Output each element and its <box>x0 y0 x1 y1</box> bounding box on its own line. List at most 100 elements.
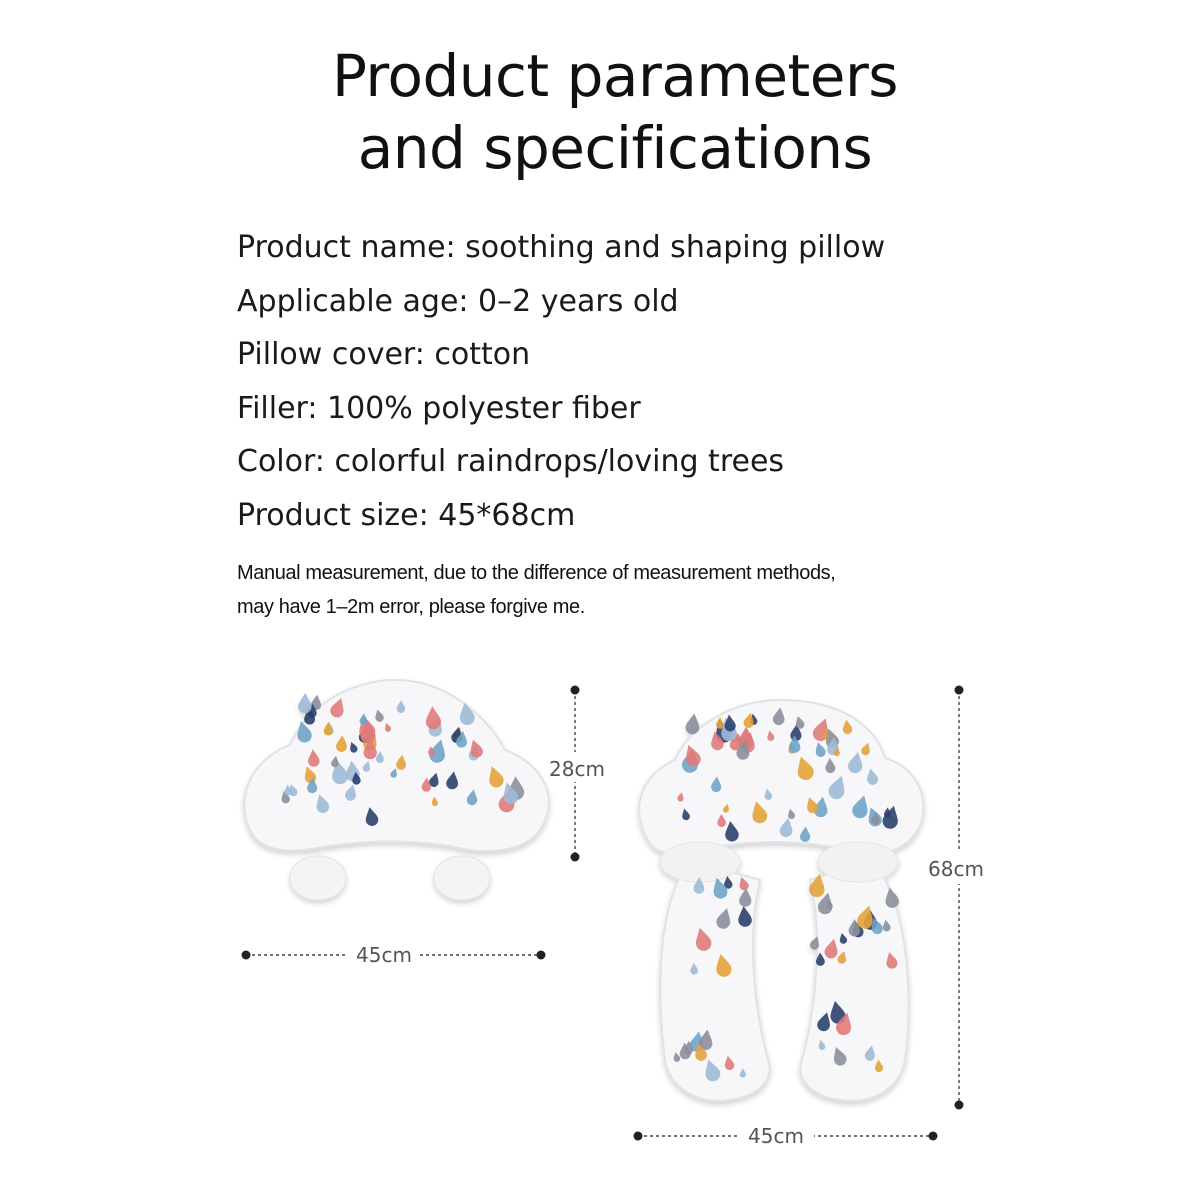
raindrop-pattern <box>330 698 344 718</box>
raindrop-pattern <box>331 755 339 768</box>
raindrop-pattern <box>848 918 861 937</box>
spec-pillow-cover: Pillow cover: cotton <box>237 337 531 373</box>
raindrop-pattern <box>396 754 407 770</box>
raindrop-pattern <box>885 887 899 908</box>
raindrop-pattern <box>743 712 754 728</box>
raindrop-pattern <box>297 721 312 743</box>
raindrop-pattern <box>323 721 333 736</box>
raindrop-pattern <box>673 1052 681 1062</box>
raindrop-pattern <box>308 749 320 767</box>
title-line-2: and specifications <box>357 114 873 182</box>
raindrop-pattern <box>882 919 891 932</box>
raindrop-pattern <box>738 906 752 927</box>
raindrop-pattern <box>429 739 445 763</box>
raindrop-pattern <box>307 777 318 794</box>
raindrop-pattern <box>431 796 438 807</box>
small-height-label: 28cm <box>549 757 605 781</box>
raindrop-pattern <box>857 905 873 929</box>
raindrop-pattern <box>824 938 838 959</box>
raindrop-pattern <box>396 700 406 714</box>
raindrop-pattern <box>345 784 356 801</box>
spec-product-size: Product size: 45*68cm <box>237 497 576 533</box>
raindrop-pattern <box>809 936 820 950</box>
raindrop-pattern <box>739 1068 746 1078</box>
raindrop-pattern <box>871 811 880 825</box>
raindrop-pattern <box>336 735 347 752</box>
raindrop-pattern <box>722 803 729 813</box>
raindrop-pattern <box>446 771 459 790</box>
raindrop-pattern <box>788 808 796 819</box>
raindrop-pattern <box>316 794 330 814</box>
raindrop-pattern <box>724 1055 735 1071</box>
raindrop-pattern <box>764 788 772 800</box>
raindrop-pattern <box>797 756 814 780</box>
spec-applicable-age: Applicable age: 0–2 years old <box>237 283 679 319</box>
raindrop-pattern <box>362 760 371 772</box>
raindrop-pattern <box>429 772 439 787</box>
raindrop-pattern <box>693 877 705 894</box>
raindrop-pattern <box>799 826 811 842</box>
raindrop-pattern <box>848 751 863 774</box>
raindrop-pattern <box>809 873 825 898</box>
raindrop-pattern <box>695 1043 707 1061</box>
raindrop-pattern <box>833 746 840 757</box>
raindrop-pattern <box>779 817 793 838</box>
large-height-label: 68cm <box>928 857 984 881</box>
raindrop-pattern <box>795 715 805 729</box>
raindrop-pattern <box>767 730 775 741</box>
raindrop-pattern <box>307 703 317 718</box>
raindrop-pattern <box>772 707 785 725</box>
raindrop-pattern <box>828 775 845 800</box>
raindrop-pattern <box>289 784 298 797</box>
raindrop-pattern <box>725 820 739 842</box>
raindrop-pattern <box>739 888 752 907</box>
small-pillow-image <box>243 678 550 901</box>
raindrop-pattern <box>842 719 853 735</box>
raindrop-pattern <box>363 738 377 760</box>
measurement-note: Manual measurement, due to the differenc… <box>237 556 836 624</box>
raindrop-pattern <box>425 706 441 730</box>
title-line-1: Product parameters <box>331 42 899 110</box>
raindrop-pattern <box>684 1040 694 1055</box>
raindrop-pattern <box>359 713 368 725</box>
raindrop-pattern <box>695 927 712 951</box>
raindrop-pattern <box>390 768 397 778</box>
raindrop-pattern <box>883 807 891 818</box>
raindrop-pattern <box>814 796 828 818</box>
spec-list: Product name: soothing and shaping pillo… <box>237 226 885 548</box>
raindrop-pattern <box>716 908 731 929</box>
raindrop-pattern <box>837 951 846 964</box>
spec-color: Color: colorful raindrops/loving trees <box>237 444 785 480</box>
large-width-dimension: 45cm <box>633 1120 938 1150</box>
large-height-dimension: 68cm <box>924 685 990 1110</box>
raindrop-pattern <box>489 766 504 788</box>
small-width-label: 45cm <box>356 943 412 967</box>
raindrop-pattern <box>713 877 728 899</box>
raindrop-pattern <box>698 1029 713 1051</box>
raindrop-pattern <box>352 771 361 785</box>
raindrop-pattern <box>867 768 878 785</box>
note-line-1: Manual measurement, due to the differenc… <box>237 562 836 584</box>
raindrop-pattern <box>882 805 898 829</box>
raindrop-pattern <box>686 744 701 767</box>
raindrop-pattern <box>864 1045 875 1061</box>
raindrop-pattern <box>375 709 384 722</box>
raindrop-pattern <box>677 792 684 802</box>
raindrop-pattern <box>470 739 483 758</box>
raindrop-pattern <box>503 782 519 805</box>
raindrop-pattern <box>304 766 317 783</box>
small-width-dimension: 45cm <box>241 940 546 970</box>
spec-filler: Filler: 100% polyester fiber <box>237 390 641 426</box>
raindrop-pattern <box>871 917 883 935</box>
raindrop-pattern <box>456 730 467 748</box>
raindrop-pattern <box>874 1059 884 1073</box>
raindrop-pattern <box>886 952 898 969</box>
raindrop-pattern <box>861 742 870 756</box>
raindrop-pattern <box>807 797 818 814</box>
raindrop-pattern <box>815 952 825 966</box>
raindrop-pattern <box>375 751 384 764</box>
raindrop-pattern <box>350 741 358 753</box>
raindrop-pattern <box>821 729 829 739</box>
large-pillow-image <box>638 698 925 1102</box>
